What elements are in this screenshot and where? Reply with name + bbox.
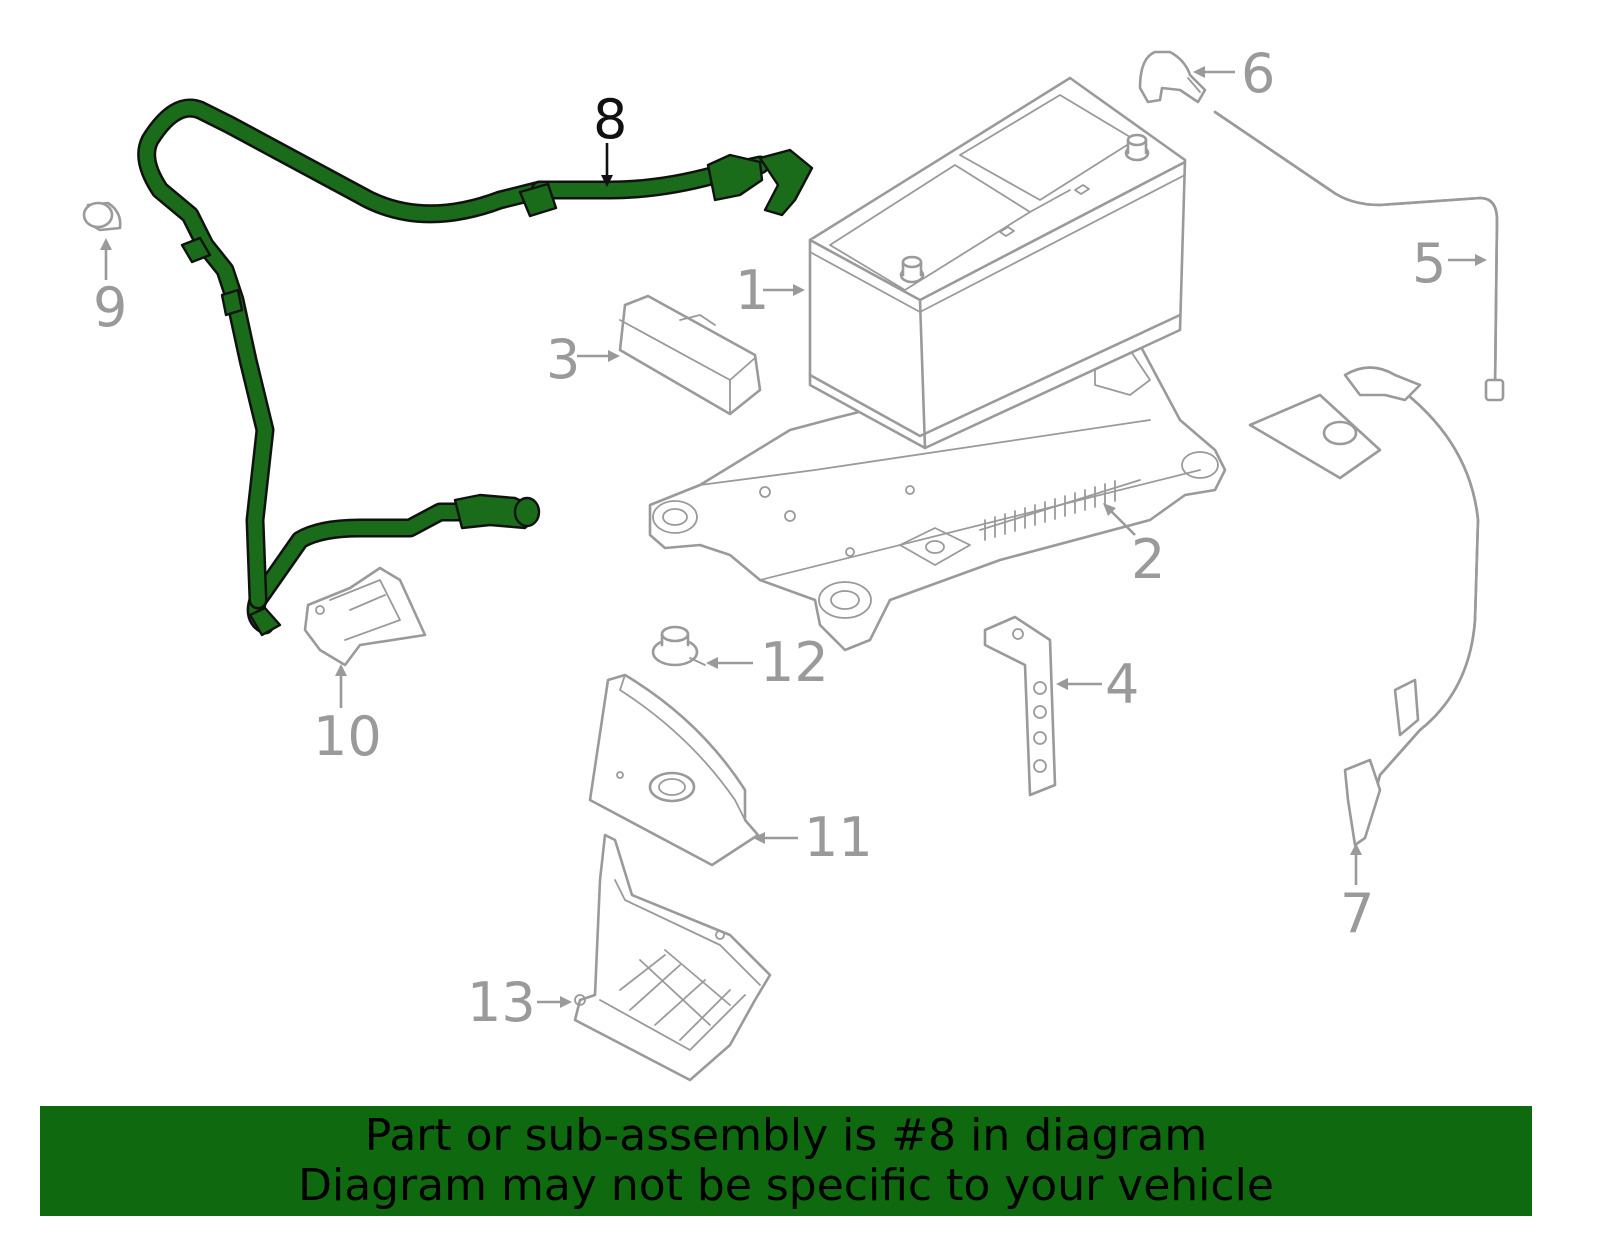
part-3-clamp[interactable] <box>618 294 762 416</box>
callout-arrows <box>100 66 1487 1008</box>
callout-2[interactable]: 2 <box>1131 528 1165 591</box>
part-12-grommet[interactable] <box>651 625 706 667</box>
part-9-plug[interactable] <box>82 201 122 232</box>
callout-3[interactable]: 3 <box>546 328 580 391</box>
callout-1[interactable]: 1 <box>735 259 769 322</box>
part-8-ground-cable[interactable] <box>137 98 814 637</box>
callout-7[interactable]: 7 <box>1340 882 1374 945</box>
callout-9[interactable]: 9 <box>93 276 127 339</box>
part-10-bracket[interactable] <box>303 566 427 667</box>
part-11-shield[interactable] <box>588 673 760 867</box>
part-5-vent-tube[interactable] <box>1213 110 1505 402</box>
callout-labels: 1 2 3 4 5 6 7 8 9 10 11 12 13 <box>93 42 1446 1034</box>
part-1-battery[interactable] <box>808 76 1187 450</box>
callout-13[interactable]: 13 <box>467 971 536 1034</box>
part-4-bracket[interactable] <box>983 615 1057 797</box>
callout-5[interactable]: 5 <box>1412 232 1446 295</box>
callout-11[interactable]: 11 <box>804 806 873 869</box>
callout-4[interactable]: 4 <box>1105 653 1139 716</box>
info-banner: Part or sub-assembly is #8 in diagram Di… <box>40 1106 1532 1216</box>
banner-line-2: Diagram may not be specific to your vehi… <box>298 1160 1274 1211</box>
callout-6[interactable]: 6 <box>1241 42 1275 105</box>
part-13-lower-bracket[interactable] <box>573 833 772 1082</box>
callout-10[interactable]: 10 <box>313 705 382 768</box>
callout-8[interactable]: 8 <box>593 88 627 151</box>
banner-line-1: Part or sub-assembly is #8 in diagram <box>364 1110 1208 1161</box>
part-6-vent-elbow[interactable] <box>1138 50 1207 104</box>
part-7-positive-cable[interactable] <box>1248 366 1480 847</box>
callout-12[interactable]: 12 <box>760 631 829 694</box>
